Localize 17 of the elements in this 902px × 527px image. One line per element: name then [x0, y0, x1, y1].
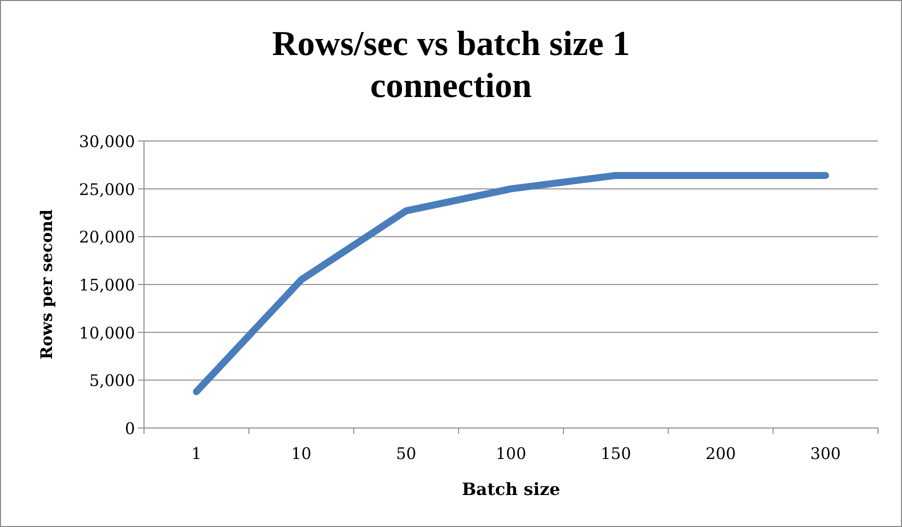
- x-tick-label: 10: [291, 444, 312, 463]
- x-tick-label: 50: [396, 444, 416, 463]
- y-tick-label: 30,000: [79, 132, 135, 151]
- x-tick-label: 100: [496, 444, 526, 463]
- y-tick-label: 25,000: [79, 180, 135, 199]
- y-axis-title: Rows per second: [37, 209, 56, 360]
- x-tick-label: 200: [705, 444, 736, 463]
- x-tick-label: 300: [810, 444, 841, 463]
- chart-title: Rows/sec vs batch size 1 connection: [271, 23, 631, 107]
- x-axis-title: Batch size: [462, 480, 560, 500]
- y-tick-label: 5,000: [89, 371, 135, 390]
- y-tick-label: 20,000: [79, 228, 135, 247]
- x-tick-label: 1: [191, 444, 202, 463]
- x-tick-label: 150: [600, 444, 632, 463]
- y-tick-label: 0: [124, 419, 135, 438]
- y-tick-label: 10,000: [79, 323, 135, 342]
- y-tick-label: 15,000: [79, 276, 135, 294]
